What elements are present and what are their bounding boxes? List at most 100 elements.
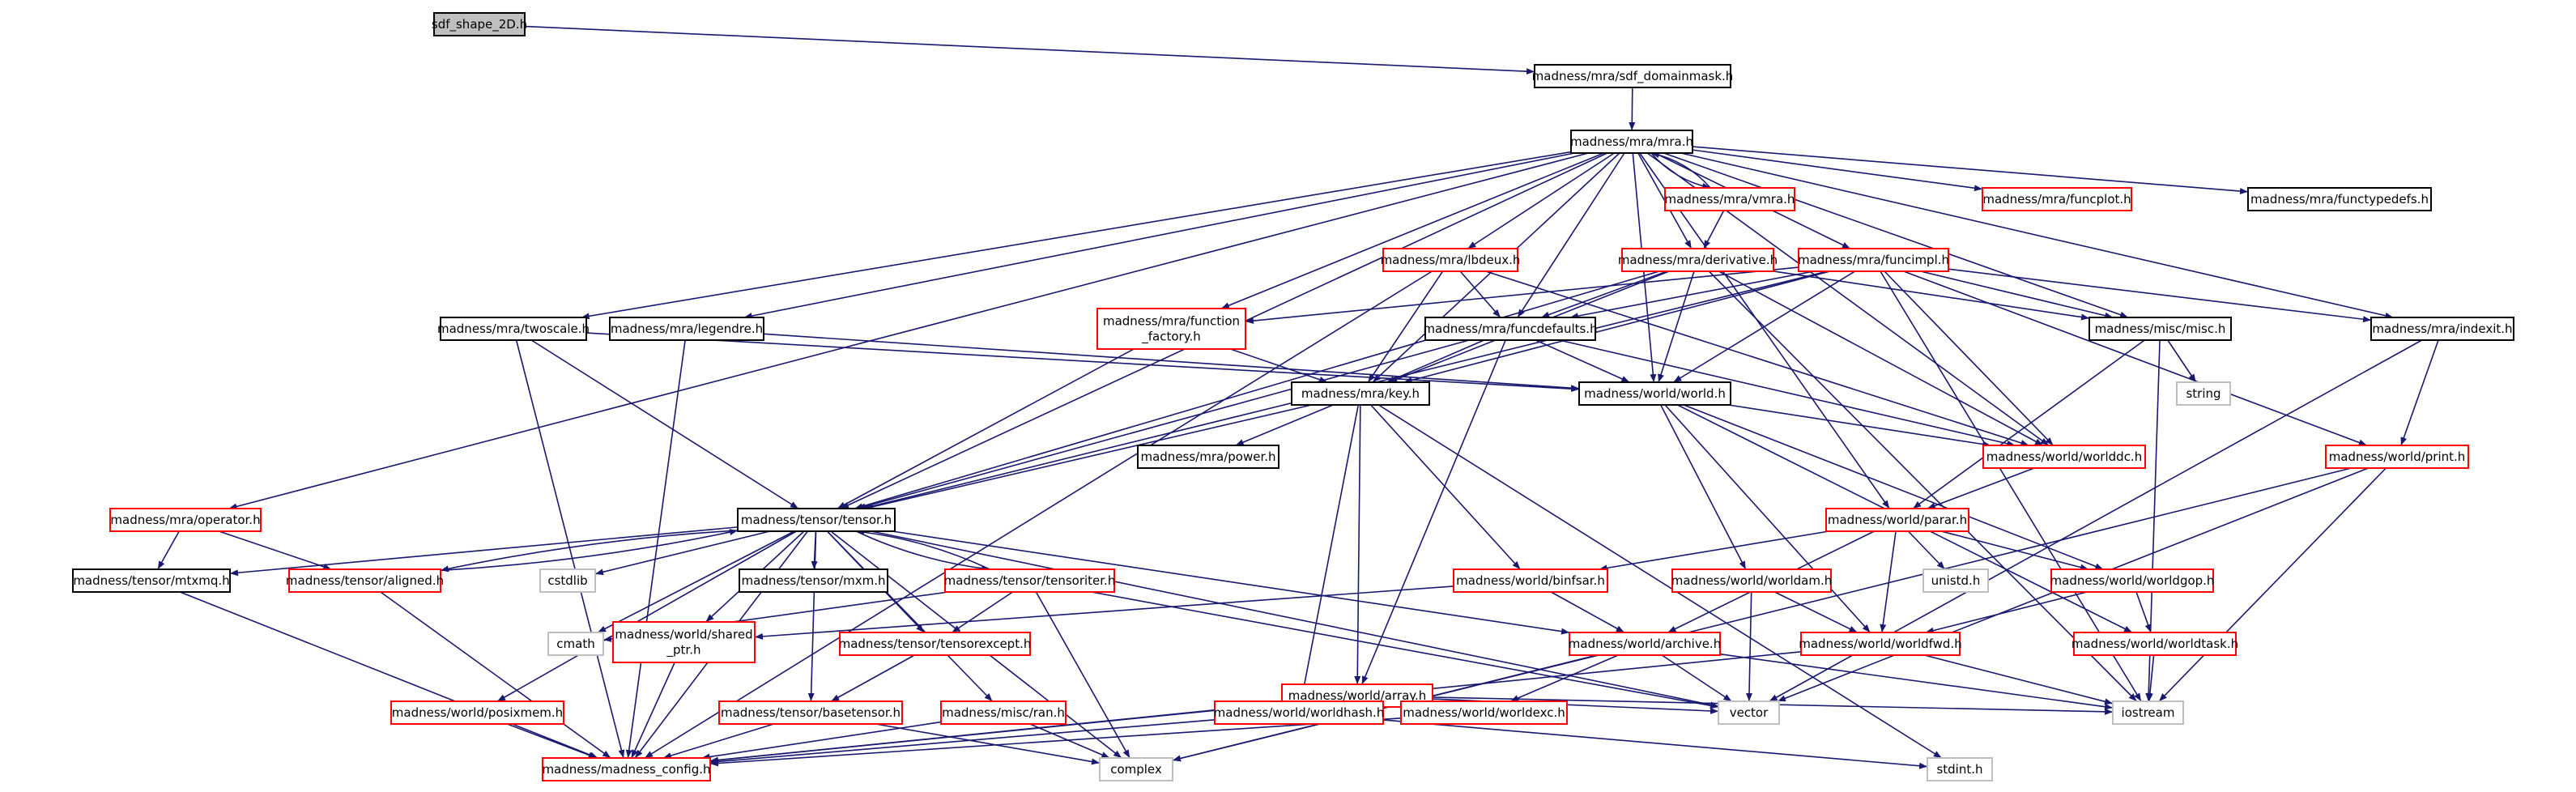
node-funcfactory[interactable]: madness/mra/function_factory.h — [1096, 308, 1246, 350]
node-box-sdf[interactable] — [433, 12, 526, 36]
node-iostream[interactable]: iostream — [2112, 700, 2184, 725]
node-box-mxm[interactable] — [739, 568, 888, 593]
node-box-functypedefs[interactable] — [2247, 187, 2432, 211]
node-box-binfsar[interactable] — [1453, 568, 1608, 593]
node-twoscale[interactable]: madness/mra/twoscale.h — [437, 317, 590, 341]
node-box-tensoriter[interactable] — [944, 568, 1115, 593]
node-box-power[interactable] — [1137, 445, 1279, 469]
node-sharedptr[interactable]: madness/world/shared_ptr.h — [612, 621, 756, 663]
node-operator[interactable]: madness/mra/operator.h — [109, 508, 262, 532]
node-box-legendre[interactable] — [609, 317, 764, 341]
node-worldexc[interactable]: madness/world/worldexc.h — [1400, 700, 1568, 725]
node-worldgop[interactable]: madness/world/worldgop.h — [2050, 568, 2215, 593]
node-box-worldhash[interactable] — [1214, 700, 1384, 725]
node-unistd[interactable]: unistd.h — [1922, 568, 1989, 593]
node-miscmisc[interactable]: madness/misc/misc.h — [2088, 317, 2232, 341]
node-box-worldgop[interactable] — [2050, 568, 2214, 593]
node-cstdlib[interactable]: cstdlib — [539, 568, 596, 593]
node-box-archive[interactable] — [1569, 632, 1721, 656]
node-box-indexit[interactable] — [2370, 317, 2514, 341]
node-box-config[interactable] — [542, 757, 711, 781]
node-box-tensorexcept[interactable] — [839, 632, 1031, 656]
node-legendre[interactable]: madness/mra/legendre.h — [609, 317, 764, 341]
node-cmath[interactable]: cmath — [547, 632, 604, 656]
node-box-cstdlib[interactable] — [539, 568, 596, 593]
node-box-miscmisc[interactable] — [2088, 317, 2232, 341]
node-box-derivative[interactable] — [1621, 248, 1774, 272]
node-funcdefaults[interactable]: madness/mra/funcdefaults.h — [1423, 317, 1598, 341]
node-box-funcfactory[interactable] — [1096, 308, 1246, 350]
node-indexit[interactable]: madness/mra/indexit.h — [2370, 317, 2514, 341]
node-box-worldexc[interactable] — [1400, 700, 1568, 725]
node-box-vmra[interactable] — [1664, 187, 1795, 211]
node-box-aligned[interactable] — [288, 568, 441, 593]
node-funcplot[interactable]: madness/mra/funcplot.h — [1982, 187, 2132, 211]
node-box-key[interactable] — [1291, 381, 1430, 406]
node-sdf[interactable]: sdf_shape_2D.h — [432, 12, 527, 36]
node-basetensor[interactable]: madness/tensor/basetensor.h — [718, 700, 903, 725]
node-lbdeux[interactable]: madness/mra/lbdeux.h — [1381, 248, 1521, 272]
node-binfsar[interactable]: madness/world/binfsar.h — [1453, 568, 1608, 593]
node-box-print[interactable] — [2325, 445, 2469, 469]
node-box-domainmask[interactable] — [1534, 64, 1731, 88]
node-archive[interactable]: madness/world/archive.h — [1569, 632, 1721, 656]
node-worldfwd[interactable]: madness/world/worldfwd.h — [1799, 632, 1962, 656]
node-world[interactable]: madness/world/world.h — [1578, 381, 1731, 406]
node-vector[interactable]: vector — [1718, 700, 1780, 725]
node-complex[interactable]: complex — [1099, 757, 1173, 781]
node-box-parar[interactable] — [1825, 508, 1969, 532]
node-box-worlddc[interactable] — [1982, 445, 2146, 469]
node-worlddc[interactable]: madness/world/worlddc.h — [1982, 445, 2146, 469]
node-box-operator[interactable] — [109, 508, 262, 532]
node-box-funcdefaults[interactable] — [1424, 317, 1596, 341]
node-worldtask[interactable]: madness/world/worldtask.h — [2071, 632, 2238, 656]
node-mxm[interactable]: madness/tensor/mxm.h — [739, 568, 888, 593]
node-box-cmath[interactable] — [547, 632, 604, 656]
node-vmra[interactable]: madness/mra/vmra.h — [1664, 187, 1795, 211]
edge-worldfwd-to-iostream — [1924, 654, 2114, 705]
node-box-basetensor[interactable] — [718, 700, 903, 725]
node-posixmem[interactable]: madness/world/posixmem.h — [390, 700, 564, 725]
node-tensoriter[interactable]: madness/tensor/tensoriter.h — [944, 568, 1116, 593]
node-box-funcimpl[interactable] — [1798, 248, 1949, 272]
node-power[interactable]: madness/mra/power.h — [1137, 445, 1279, 469]
node-worldam[interactable]: madness/world/worldam.h — [1671, 568, 1832, 593]
node-box-iostream[interactable] — [2112, 700, 2184, 725]
node-box-sharedptr[interactable] — [612, 621, 756, 663]
node-string[interactable]: string — [2176, 381, 2231, 406]
node-mtxmq[interactable]: madness/tensor/mtxmq.h — [72, 568, 231, 593]
node-box-posixmem[interactable] — [390, 700, 564, 725]
node-box-twoscale[interactable] — [440, 317, 587, 341]
node-mra[interactable]: madness/mra/mra.h — [1570, 130, 1693, 154]
node-ran[interactable]: madness/misc/ran.h — [940, 700, 1067, 725]
node-box-funcplot[interactable] — [1982, 187, 2132, 211]
node-box-world[interactable] — [1578, 381, 1731, 406]
node-box-string[interactable] — [2176, 381, 2231, 406]
node-parar[interactable]: madness/world/parar.h — [1825, 508, 1969, 532]
node-box-unistd[interactable] — [1922, 568, 1989, 593]
node-box-ran[interactable] — [940, 700, 1067, 725]
node-key[interactable]: madness/mra/key.h — [1291, 381, 1430, 406]
node-stdint[interactable]: stdint.h — [1927, 757, 1993, 781]
node-tensor[interactable]: madness/tensor/tensor.h — [737, 508, 896, 532]
node-box-mra[interactable] — [1570, 130, 1693, 154]
node-box-vector[interactable] — [1718, 700, 1780, 725]
node-functypedefs[interactable]: madness/mra/functypedefs.h — [2247, 187, 2432, 211]
node-box-worldfwd[interactable] — [1800, 632, 1961, 656]
node-box-worldam[interactable] — [1671, 568, 1832, 593]
node-worldhash[interactable]: madness/world/worldhash.h — [1214, 700, 1385, 725]
node-config[interactable]: madness/madness_config.h — [542, 757, 711, 781]
node-box-stdint[interactable] — [1927, 757, 1993, 781]
node-tensorexcept[interactable]: madness/tensor/tensorexcept.h — [839, 632, 1032, 656]
node-aligned[interactable]: madness/tensor/aligned.h — [286, 568, 444, 593]
node-box-complex[interactable] — [1099, 757, 1173, 781]
edge-funcdefaults-to-array — [1361, 339, 1506, 685]
node-funcimpl[interactable]: madness/mra/funcimpl.h — [1798, 248, 1949, 272]
node-domainmask[interactable]: madness/mra/sdf_domainmask.h — [1532, 64, 1734, 88]
node-box-tensor[interactable] — [737, 508, 896, 532]
node-box-worldtask[interactable] — [2073, 632, 2237, 656]
node-derivative[interactable]: madness/mra/derivative.h — [1618, 248, 1778, 272]
node-box-lbdeux[interactable] — [1382, 248, 1518, 272]
node-print[interactable]: madness/world/print.h — [2325, 445, 2469, 469]
node-box-mtxmq[interactable] — [72, 568, 231, 593]
